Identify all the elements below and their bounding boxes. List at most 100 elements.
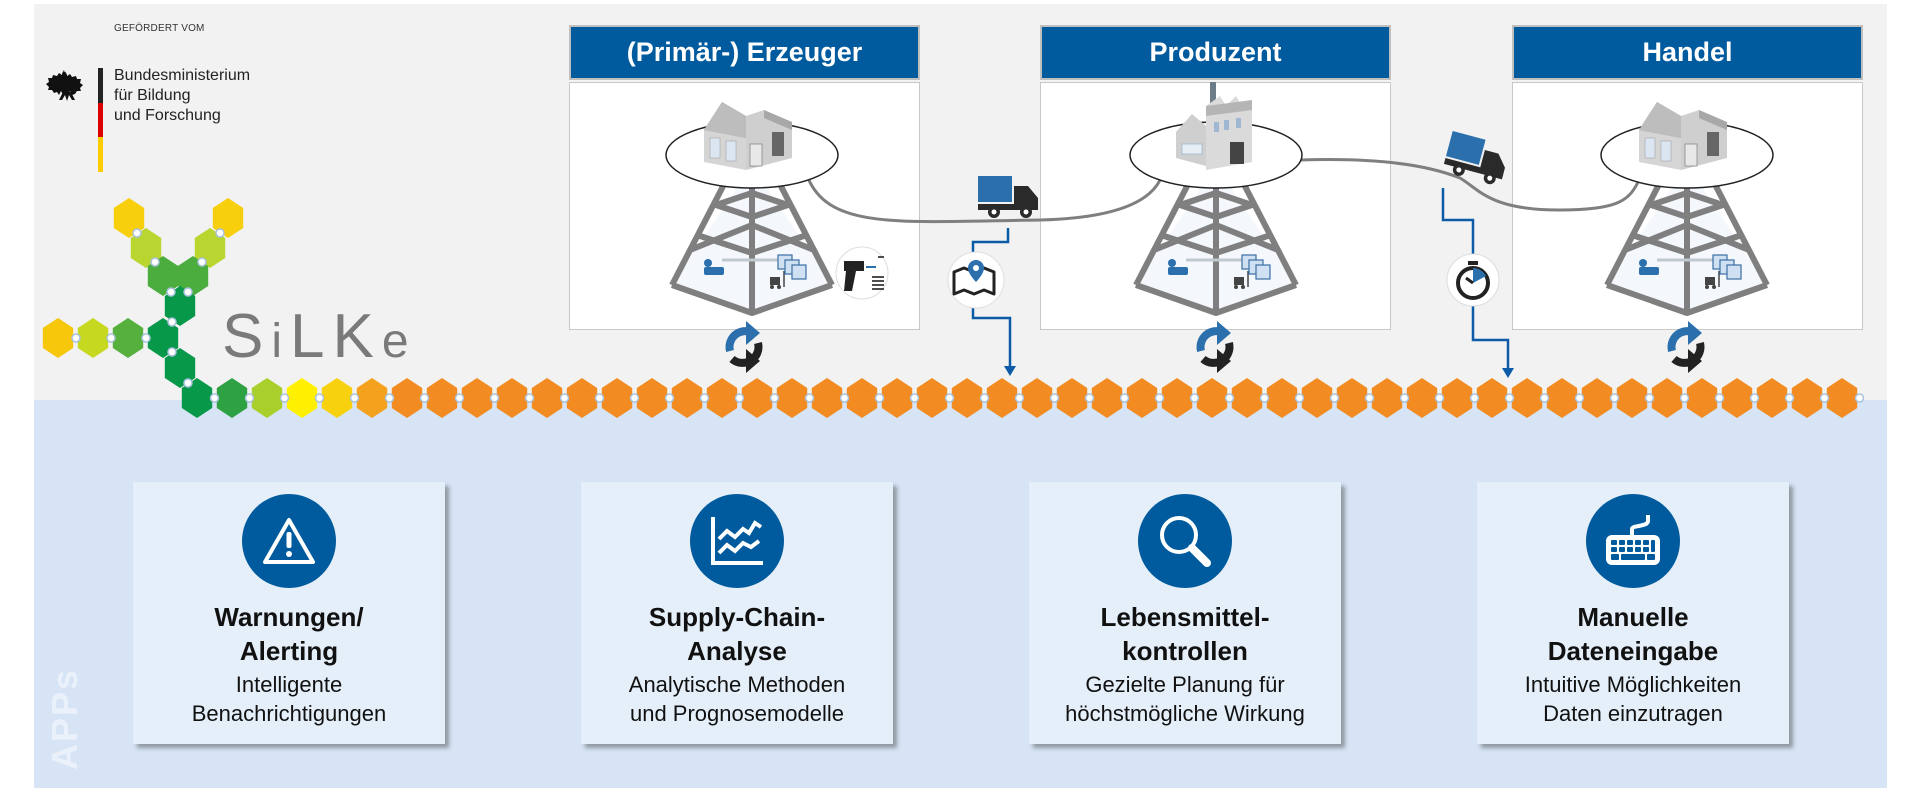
hexagon [1406, 378, 1438, 418]
truck-icon [978, 176, 1038, 218]
hexagon [1581, 378, 1613, 418]
hexagon [601, 378, 633, 418]
hexagon-link [1609, 393, 1620, 403]
logo-letter: S [222, 302, 272, 371]
app-title: Warnungen/ [214, 602, 364, 632]
hexagon-link [132, 228, 142, 238]
hexagon-link [209, 393, 220, 403]
hexagon-link [769, 393, 780, 403]
hexagon [776, 378, 808, 418]
hexagon-link [664, 393, 675, 403]
app-desc: Gezielte Planung für [1085, 672, 1285, 697]
hexagon [1721, 378, 1753, 418]
hexagon-link [1469, 393, 1480, 403]
hexagon [566, 378, 598, 418]
ministry-line: Bundesministerium [114, 67, 251, 84]
ministry-line: für Bildung [114, 87, 191, 104]
hexagon [1091, 378, 1123, 418]
flag-black [98, 68, 103, 103]
hexagon-link [215, 228, 225, 238]
hexagon [881, 378, 913, 418]
hexagon-link [1854, 393, 1865, 403]
app-desc: höchstmögliche Wirkung [1065, 701, 1305, 726]
station-title: Handel [1642, 37, 1733, 67]
hexagon [1301, 378, 1333, 418]
hexagon-link [629, 393, 640, 403]
app-title: Manuelle [1577, 602, 1689, 632]
hexagon-link [909, 393, 920, 403]
hexagon-link [594, 393, 605, 403]
hexagon [1511, 378, 1543, 418]
hexagon-link [1749, 393, 1760, 403]
hexagon [916, 378, 948, 418]
hexagon-link [167, 317, 177, 327]
station-title: (Primär-) Erzeuger [626, 37, 863, 67]
logo-letter: e [381, 315, 417, 368]
flag-gold [98, 137, 103, 172]
hexagon [1336, 378, 1368, 418]
hexagon-link [699, 393, 710, 403]
hexagon-link [839, 393, 850, 403]
hexagon-link [244, 393, 255, 403]
map-pin-icon [947, 251, 1005, 309]
hexagon-link [166, 287, 176, 297]
hexagon [636, 378, 668, 418]
hexagon-link [314, 393, 325, 403]
app-desc: Intuitive Möglichkeiten [1524, 672, 1742, 697]
hexagon [986, 378, 1018, 418]
data-flow-arrow [1471, 305, 1510, 370]
hexagon-link [944, 393, 955, 403]
hexagon-link [71, 333, 81, 343]
hexagon-link [167, 347, 177, 357]
hexagon [1476, 378, 1508, 418]
hexagon-link [419, 393, 430, 403]
hexagon [181, 378, 213, 418]
station-title: Produzent [1149, 37, 1282, 67]
hexagon-link [1189, 393, 1200, 403]
logo-letter: L [290, 302, 333, 371]
federal-eagle-icon [46, 66, 88, 111]
app-desc: und Prognosemodelle [629, 701, 845, 726]
hexagon [706, 378, 738, 418]
hexagon [461, 378, 493, 418]
hexagon [1161, 378, 1193, 418]
hexagon-link [734, 393, 745, 403]
hexagon [1021, 378, 1053, 418]
hexagon-link [1574, 393, 1585, 403]
ministry-line: und Forschung [114, 107, 221, 124]
app-card-supply-chain[interactable]: Supply-Chain-Analyse Analytische Methode… [581, 482, 893, 744]
app-title: Lebensmittel- [1100, 602, 1270, 632]
hexagon-link [1294, 393, 1305, 403]
app-card-lebensmittelkontrollen[interactable]: Lebensmittel-kontrollen Gezielte Planung… [1029, 482, 1341, 744]
truck-icon [1441, 130, 1511, 188]
hexagon-link [1819, 393, 1830, 403]
hexagon-link [1364, 393, 1375, 403]
logo-letter: i [271, 315, 291, 368]
hexagon [1616, 378, 1648, 418]
hexagon [391, 378, 423, 418]
hexagon [77, 318, 109, 358]
funding-label: GEFÖRDERT VOM [114, 23, 205, 34]
hexagon-link [1154, 393, 1165, 403]
sync-icon [1672, 321, 1702, 373]
hexagon-link [1399, 393, 1410, 403]
hexagon-link [1434, 393, 1445, 403]
ministry-name: Bundesministerium für Bildung und Forsch… [114, 66, 314, 126]
app-title: Alerting [239, 636, 339, 666]
hexagon-link [804, 393, 815, 403]
hexagon [671, 378, 703, 418]
hexagon [1371, 378, 1403, 418]
hexagon-link [1014, 393, 1025, 403]
hexagon-link [979, 393, 990, 403]
silke-wordmark: SiLKe [222, 306, 417, 373]
hexagon-link [183, 287, 193, 297]
station-header-produzent: Produzent [1040, 25, 1391, 80]
hexagon [216, 378, 248, 418]
hexagon-link [489, 393, 500, 403]
hexagon [112, 318, 144, 358]
hexagon [811, 378, 843, 418]
warehouse-icon [703, 101, 793, 171]
hexagon-link [1644, 393, 1655, 403]
